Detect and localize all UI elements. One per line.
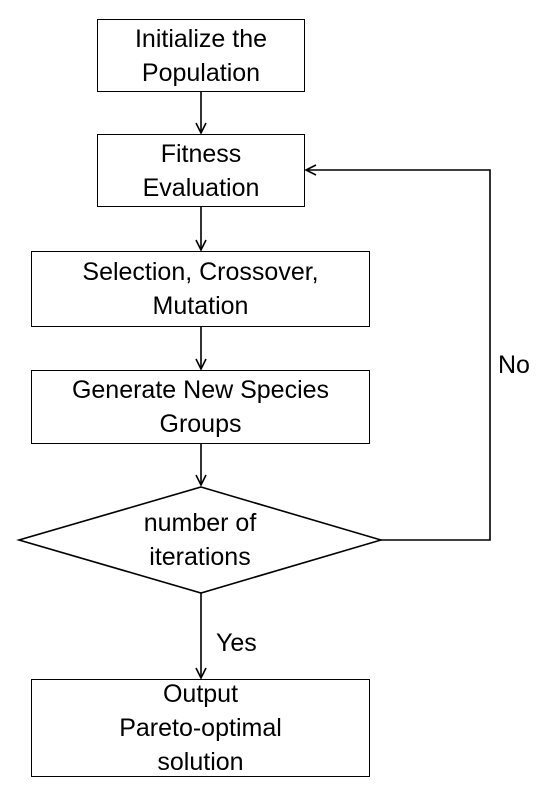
node-label-line: solution <box>157 748 244 776</box>
node-decision-number-of-iterations: number of iterations <box>90 500 310 580</box>
node-label-line: iterations <box>149 543 251 571</box>
node-generate-new-species-groups: Generate New Species Groups <box>31 370 370 444</box>
node-label-line: number of <box>143 509 257 537</box>
node-label-line: Groups <box>159 410 242 438</box>
node-fitness-evaluation: Fitness Evaluation <box>97 134 305 207</box>
node-label-line: Initialize the <box>134 24 268 53</box>
node-label-line: Generate New Species <box>71 376 330 404</box>
node-label-line: Pareto-optimal <box>119 714 282 742</box>
node-label-line: Selection, Crossover, <box>82 258 319 286</box>
node-label-line: Output <box>162 680 239 708</box>
edge-label-yes: Yes <box>216 629 257 657</box>
node-label-line: Fitness <box>160 139 242 168</box>
arrow-decision-to-fitness-no <box>306 170 491 541</box>
edge-label-no: No <box>498 351 530 379</box>
node-initialize-population: Initialize the Population <box>97 19 305 92</box>
node-label-line: Population <box>141 58 261 87</box>
node-output-pareto-optimal-solution: Output Pareto-optimal solution <box>31 679 370 777</box>
node-label-line: Evaluation <box>142 173 260 202</box>
node-selection-crossover-mutation: Selection, Crossover, Mutation <box>31 251 370 327</box>
node-label-line: Mutation <box>152 292 249 320</box>
